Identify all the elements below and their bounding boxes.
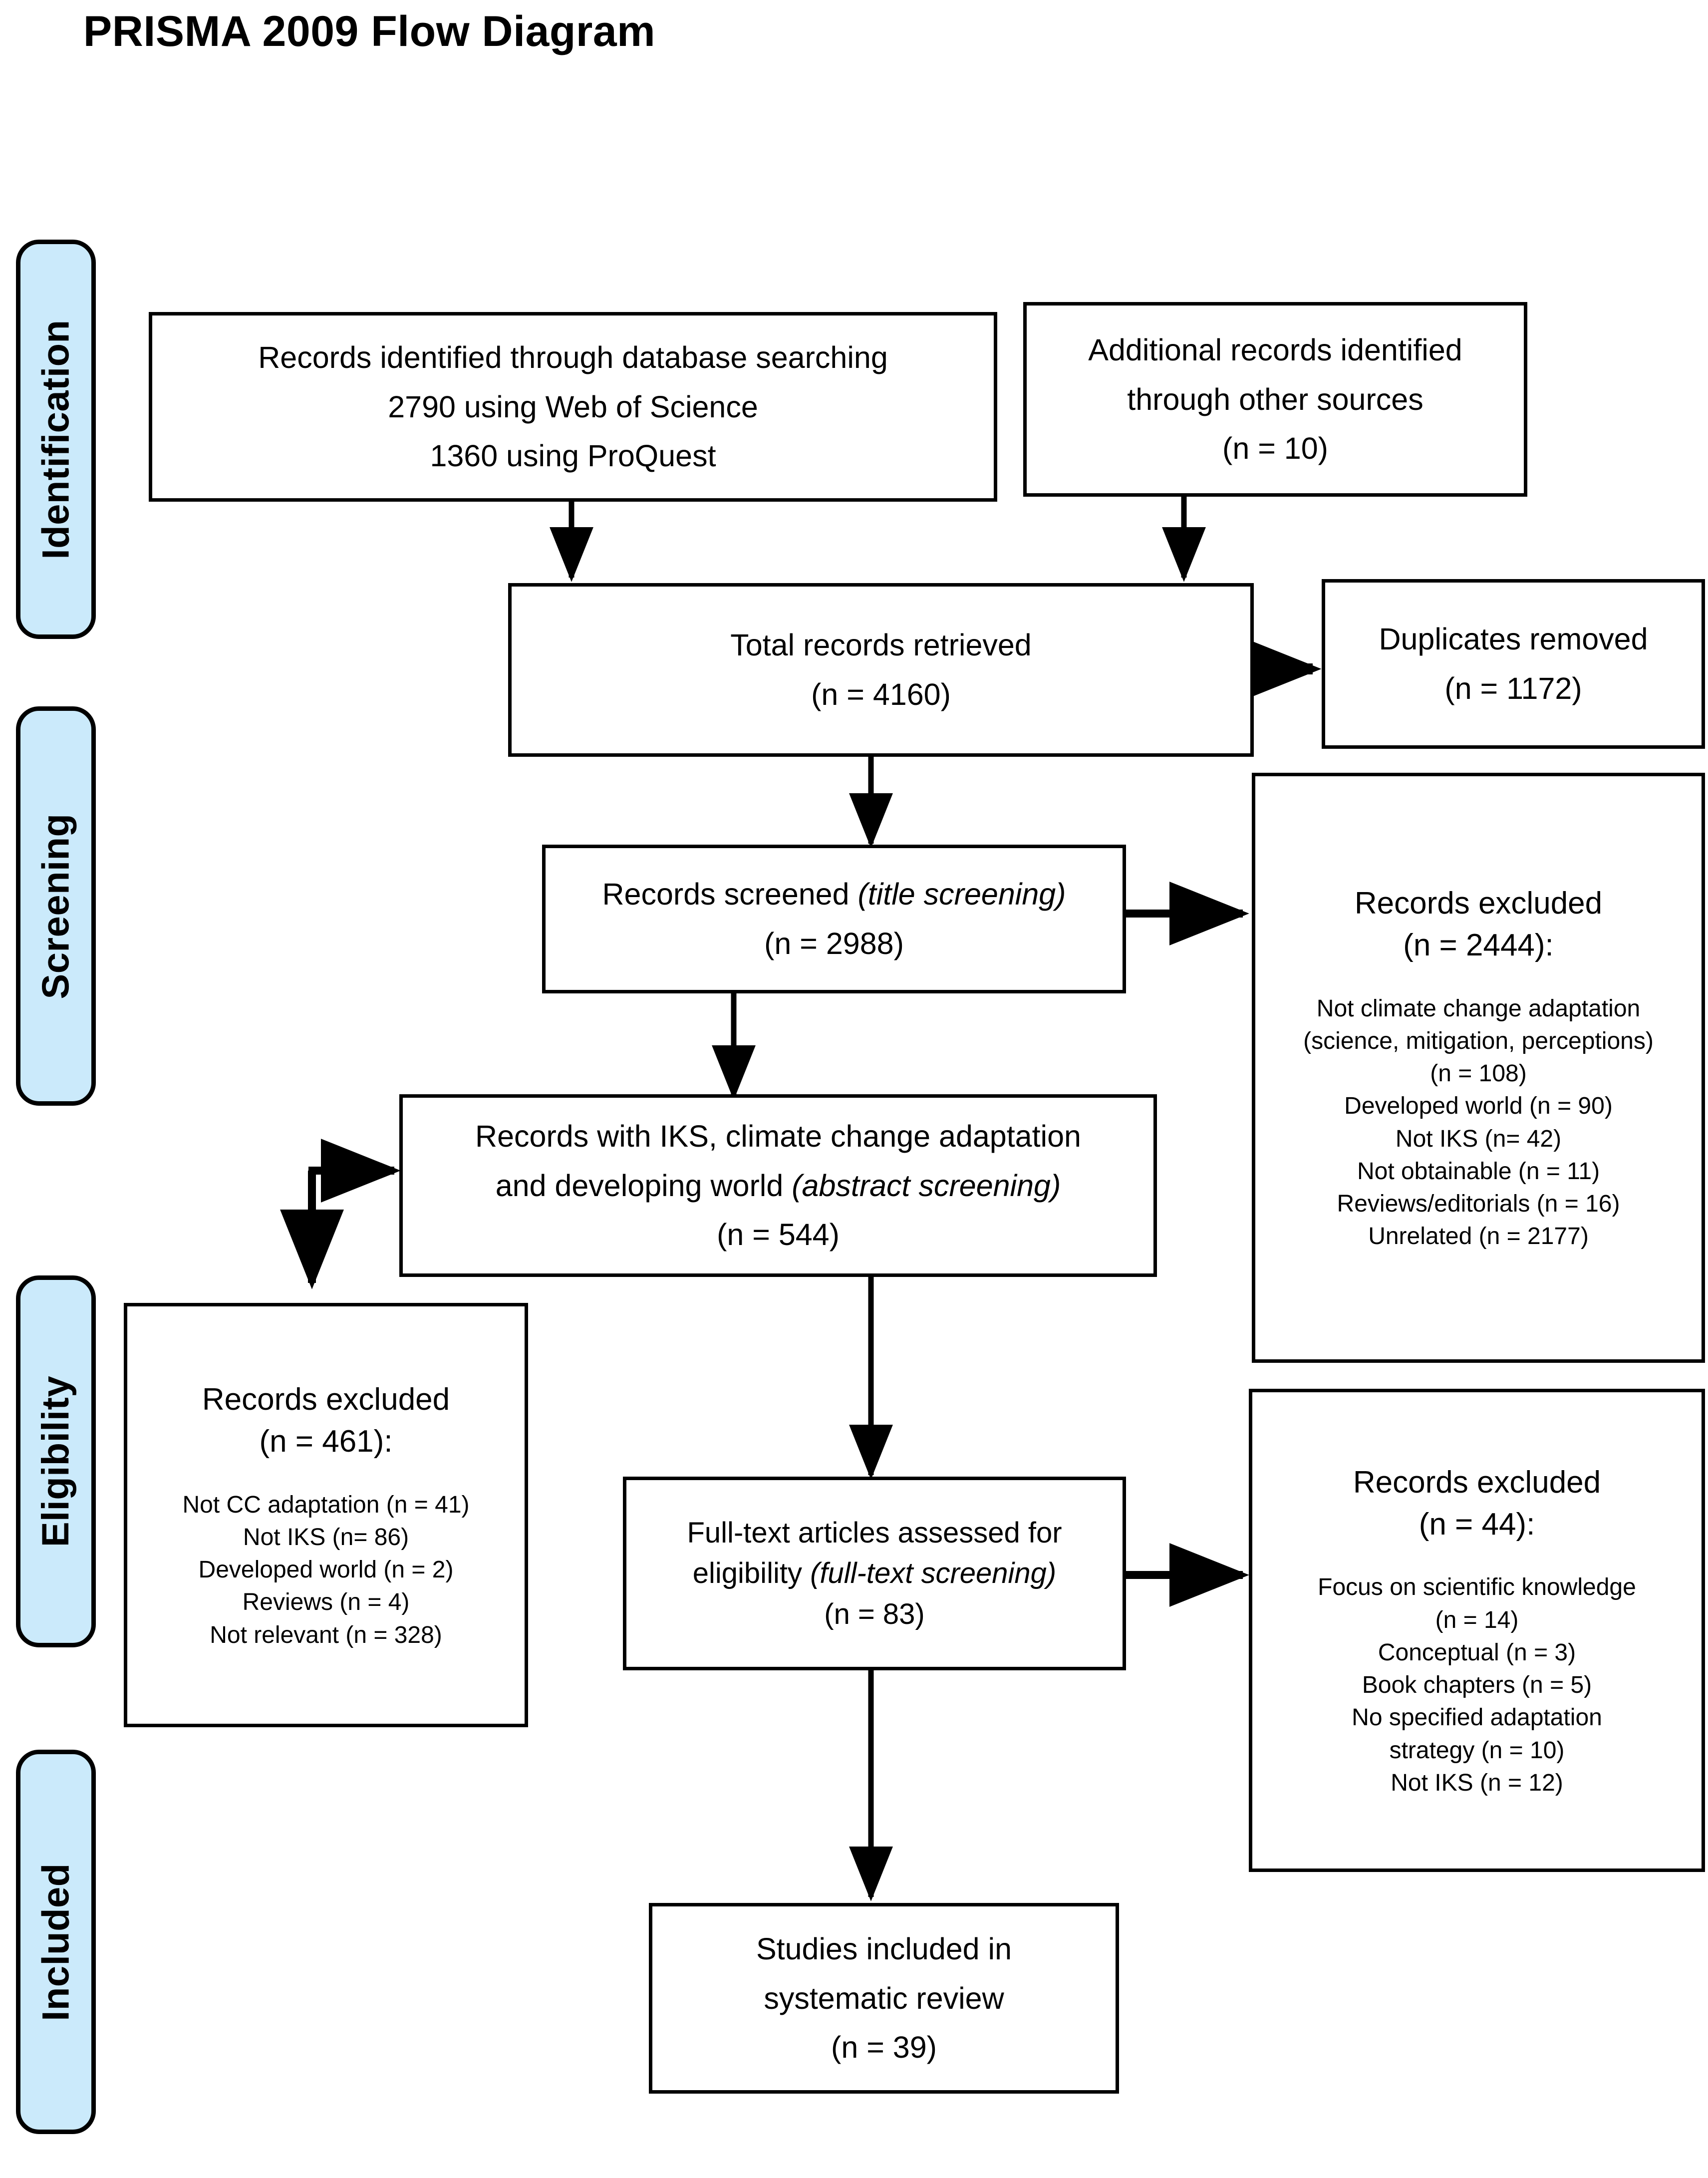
box-records-screened: Records screened (title screening) (n = … [542, 845, 1126, 993]
records-screened-italic: (title screening) [857, 877, 1066, 912]
full-text-main: eligibility [692, 1557, 811, 1590]
box-duplicates-removed: Duplicates removed (n = 1172) [1322, 579, 1705, 749]
excluded-fulltext-reason-5: No specified adaptation [1352, 1704, 1602, 1731]
excluded-title-heading-2: (n = 2444): [1403, 928, 1554, 962]
phase-pill-eligibility: Eligibility [16, 1275, 96, 1647]
full-text-line-1: Full-text articles assessed for [687, 1517, 1062, 1550]
excluded-fulltext-reason-4: Book chapters (n = 5) [1362, 1672, 1592, 1699]
box-records-excluded-abstract: Records excluded (n = 461): Not CC adapt… [124, 1303, 528, 1727]
phase-label-identification: Identification [34, 319, 77, 559]
excluded-fulltext-reason-1: Focus on scientific knowledge [1318, 1574, 1636, 1601]
records-iks-main: and developing world [495, 1168, 792, 1203]
box-studies-included: Studies included in systematic review (n… [649, 1903, 1119, 2094]
records-screened-line-2: (n = 2988) [764, 927, 904, 960]
full-text-line-2: eligibility (full-text screening) [635, 1553, 1114, 1593]
box-other-sources: Additional records identified through ot… [1023, 302, 1527, 497]
excluded-abstract-reason-5: Not relevant (n = 328) [210, 1621, 442, 1648]
box-records-excluded-title: Records excluded (n = 2444): Not climate… [1252, 773, 1705, 1363]
total-retrieved-line-1: Total records retrieved [730, 628, 1032, 662]
excluded-title-reason-1: Not climate change adaptation [1316, 995, 1641, 1022]
duplicates-removed-line-2: (n = 1172) [1444, 671, 1582, 705]
other-sources-line-3: (n = 10) [1222, 431, 1328, 466]
excluded-fulltext-reason-2: (n = 14) [1435, 1606, 1519, 1633]
duplicates-removed-line-1: Duplicates removed [1379, 622, 1648, 656]
studies-included-line-2: systematic review [764, 1981, 1004, 2015]
phase-pill-identification: Identification [16, 240, 96, 639]
excluded-title-reason-3: (n = 108) [1430, 1060, 1527, 1087]
other-sources-line-2: through other sources [1127, 382, 1423, 416]
excluded-fulltext-heading-1: Records excluded [1353, 1465, 1601, 1500]
phase-label-included: Included [34, 1863, 77, 2021]
full-text-line-3: (n = 83) [824, 1597, 925, 1630]
full-text-italic: (full-text screening) [810, 1557, 1057, 1590]
box-records-excluded-fulltext: Records excluded (n = 44): Focus on scie… [1249, 1389, 1705, 1872]
excluded-title-reason-4: Developed world (n = 90) [1344, 1093, 1613, 1120]
database-search-line-3: 1360 using ProQuest [430, 439, 716, 473]
records-iks-line-2: and developing world (abstract screening… [412, 1161, 1144, 1211]
phase-pill-screening: Screening [16, 706, 96, 1106]
excluded-title-reason-7: Reviews/editorials (n = 16) [1337, 1191, 1620, 1218]
excluded-title-heading-1: Records excluded [1354, 886, 1603, 921]
box-total-retrieved: Total records retrieved (n = 4160) [508, 583, 1254, 757]
excluded-title-reason-8: Unrelated (n = 2177) [1368, 1223, 1589, 1250]
excluded-abstract-heading-2: (n = 461): [259, 1424, 393, 1459]
phase-label-eligibility: Eligibility [34, 1375, 77, 1548]
excluded-title-reason-6: Not obtainable (n = 11) [1357, 1158, 1600, 1185]
excluded-fulltext-reason-7: Not IKS (n = 12) [1391, 1769, 1563, 1796]
box-full-text-assessed: Full-text articles assessed for eligibil… [623, 1477, 1126, 1670]
box-records-iks: Records with IKS, climate change adaptat… [399, 1094, 1157, 1277]
records-screened-line-1: Records screened (title screening) [555, 870, 1114, 919]
excluded-abstract-reason-2: Not IKS (n= 86) [243, 1524, 409, 1551]
records-iks-line-1: Records with IKS, climate change adaptat… [475, 1119, 1081, 1153]
database-search-line-2: 2790 using Web of Science [388, 389, 758, 424]
excluded-fulltext-heading-2: (n = 44): [1419, 1507, 1535, 1542]
excluded-abstract-reason-1: Not CC adaptation (n = 41) [182, 1491, 470, 1518]
excluded-abstract-reason-4: Reviews (n = 4) [242, 1589, 410, 1616]
total-retrieved-line-2: (n = 4160) [811, 677, 951, 711]
phase-label-screening: Screening [34, 813, 77, 999]
phase-pill-included: Included [16, 1750, 96, 2134]
excluded-fulltext-reason-6: strategy (n = 10) [1389, 1737, 1565, 1764]
records-iks-italic: (abstract screening) [792, 1168, 1061, 1203]
database-search-line-1: Records identified through database sear… [258, 340, 888, 374]
excluded-abstract-reason-3: Developed world (n = 2) [198, 1556, 454, 1583]
box-database-search: Records identified through database sear… [149, 312, 997, 502]
studies-included-line-1: Studies included in [756, 1931, 1012, 1966]
excluded-title-reason-2: (science, mitigation, perceptions) [1303, 1027, 1654, 1054]
excluded-abstract-heading-1: Records excluded [202, 1382, 450, 1417]
excluded-fulltext-reason-3: Conceptual (n = 3) [1378, 1639, 1576, 1666]
other-sources-line-1: Additional records identified [1088, 332, 1462, 367]
excluded-title-reason-5: Not IKS (n= 42) [1395, 1125, 1562, 1152]
records-iks-line-3: (n = 544) [717, 1218, 840, 1252]
records-screened-main: Records screened [602, 877, 858, 912]
page-title: PRISMA 2009 Flow Diagram [83, 7, 656, 55]
studies-included-line-3: (n = 39) [831, 2030, 937, 2065]
